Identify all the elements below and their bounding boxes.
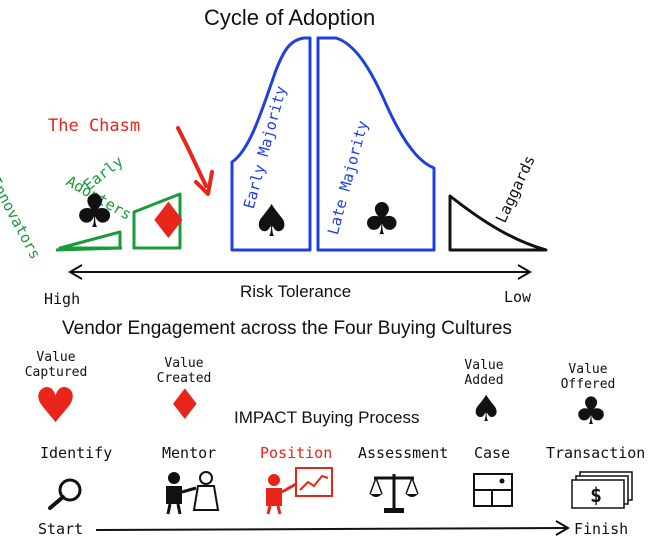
svg-text:$: $: [590, 483, 602, 507]
step-transaction-label: Transaction: [546, 444, 646, 462]
diamond-icon: ♦: [166, 380, 204, 429]
club-icon: ♣: [574, 389, 609, 433]
finish-label: Finish: [574, 520, 629, 538]
axis-low-label: Low: [504, 288, 532, 306]
mentor-people-icon: [166, 471, 220, 515]
spade-icon: ♠: [252, 196, 292, 247]
process-title: IMPACT Buying Process: [234, 408, 420, 427]
step-mentor-label: Mentor: [162, 444, 217, 462]
start-label: Start: [38, 520, 84, 538]
step-assessment-label: Assessment: [358, 444, 449, 462]
heart-icon: ♥: [34, 378, 78, 434]
presenter-chart-icon: [266, 467, 333, 515]
diamond-icon: ♦: [146, 192, 191, 250]
magnifier-icon: [48, 478, 82, 510]
chasm-label: The Chasm: [48, 116, 141, 136]
step-position-label: Position: [260, 444, 333, 462]
engagement-title: Vendor Engagement across the Four Buying…: [62, 318, 512, 339]
axis-high-label: High: [44, 290, 81, 308]
money-stack-icon: $: [571, 471, 633, 509]
grid-board-icon: [473, 473, 513, 507]
step-case-label: Case: [474, 444, 511, 462]
club-icon: ♣: [362, 194, 402, 245]
club-icon: ♣: [74, 184, 116, 238]
spade-icon: ♠: [470, 389, 503, 430]
step-identify-label: Identify: [40, 444, 113, 462]
scales-icon: [369, 474, 419, 513]
axis-title: Risk Tolerance: [240, 282, 352, 301]
adoption-title: Cycle of Adoption: [204, 5, 376, 30]
